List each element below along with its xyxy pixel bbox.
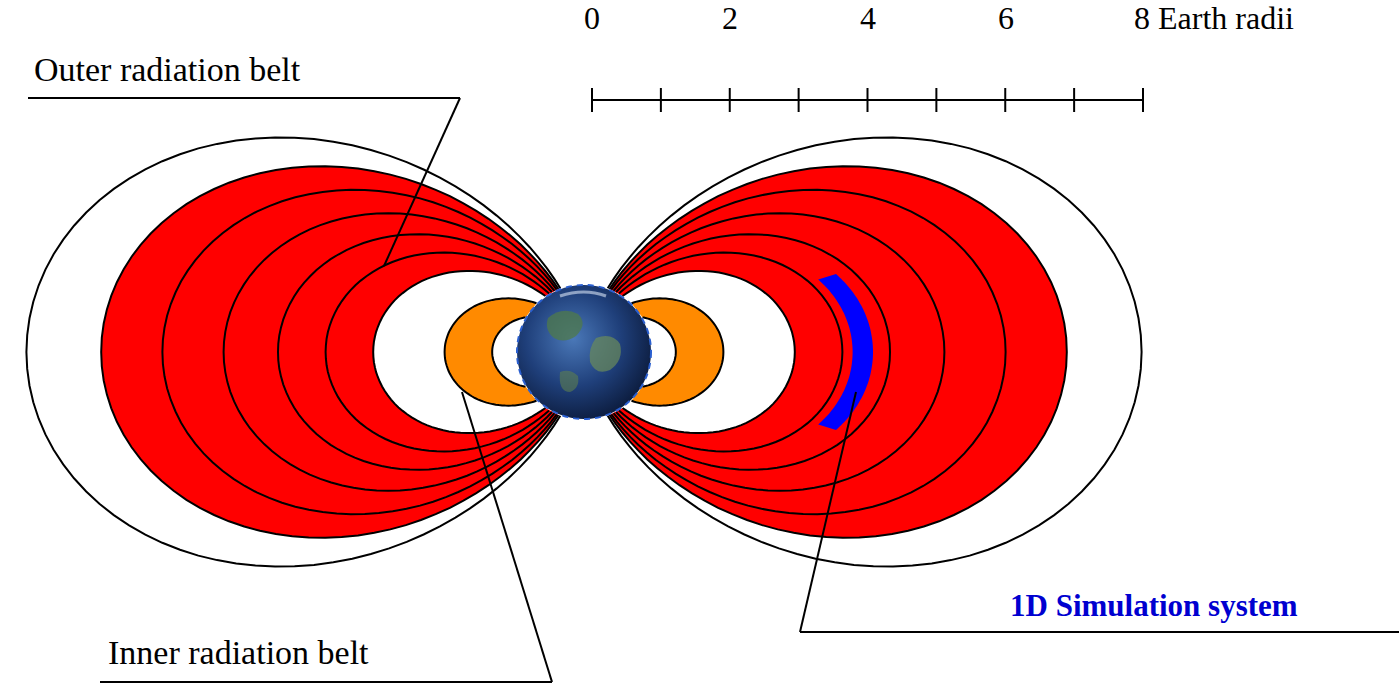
field-line	[611, 190, 1005, 514]
scale-unit-label: 8 Earth radii	[1134, 0, 1294, 37]
ruler-tick	[660, 88, 662, 112]
ruler-tick	[867, 88, 869, 112]
field-line	[610, 166, 1067, 538]
scale-number: 0	[584, 0, 600, 37]
simulation-region	[818, 274, 873, 430]
scale-number: 6	[998, 0, 1014, 37]
ruler-tick	[935, 88, 937, 112]
ruler-tick	[591, 88, 593, 112]
scale-ruler	[592, 88, 1143, 112]
earth-globe	[517, 285, 651, 419]
field-line	[619, 253, 843, 452]
field-line	[616, 234, 890, 470]
ruler-tick	[798, 88, 800, 112]
field-line	[278, 234, 552, 470]
ruler-tick	[1004, 88, 1006, 112]
ruler-tick	[1142, 88, 1144, 112]
scale-number: 2	[722, 0, 738, 37]
field-line	[326, 253, 549, 452]
scale-number: 4	[860, 0, 876, 37]
field-line	[614, 213, 945, 490]
field-line	[162, 190, 556, 514]
leader-lines	[28, 98, 1399, 682]
field-line	[26, 137, 560, 566]
ruler-tick	[729, 88, 731, 112]
field-line	[608, 137, 1142, 566]
belt-label: Outer radiation belt	[34, 50, 300, 89]
belt-shapes	[26, 137, 1141, 566]
simulation-label: 1D Simulation system	[1010, 588, 1298, 624]
belt-label: Inner radiation belt	[108, 633, 369, 672]
outer-belt-fill	[610, 166, 1067, 538]
ruler-tick	[1073, 88, 1075, 112]
